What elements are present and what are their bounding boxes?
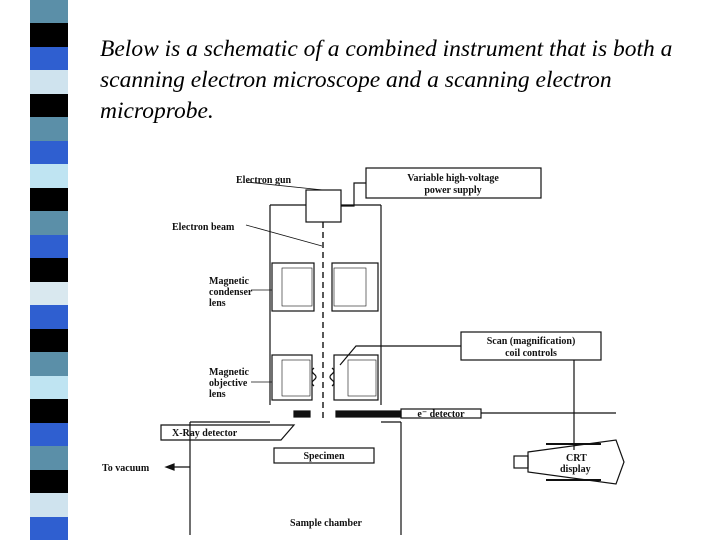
label-power-supply-line1: Variable high-voltage [407,173,499,184]
scan-coil-wire [339,345,461,366]
label-electron-gun: Electron gun [236,175,292,186]
label-xray-detector: X-Ray detector [172,428,238,439]
label-e-detector: e⁻ detector [417,409,465,420]
condenser-lens-left [271,262,315,312]
stripe-block [30,187,68,212]
stripe-block [30,375,68,400]
label-power-supply-line2: power supply [424,185,481,196]
stripe-block [30,140,68,165]
aperture-plate-right [335,410,402,418]
stripe-block [30,469,68,494]
label-condenser-line3: lens [209,298,226,309]
electron-beam-leader [245,224,323,247]
vacuum-arrow [164,463,175,471]
aperture-plate-left [293,410,311,418]
electron-gun [305,189,342,223]
slide-caption: Below is a schematic of a combined instr… [100,36,673,124]
stripe-block [30,23,68,48]
stripe-block [30,211,68,236]
xray-detector [160,424,296,441]
label-crt-line1: CRT [566,453,587,464]
stripe-block [30,0,68,24]
stripe-block [30,328,68,353]
objective-lens-right [333,354,379,401]
stripe-block [30,446,68,471]
stripe-block [30,258,68,283]
label-condenser-line1: Magnetic [209,276,250,287]
crt-gun [513,455,529,469]
power-supply-wire [341,182,366,207]
crt-display [527,439,625,485]
label-electron-beam: Electron beam [172,222,235,233]
objective-lens-left [271,354,313,401]
label-objective-line1: Magnetic [209,367,250,378]
stripe-block [30,493,68,517]
stripe-block [30,516,68,540]
label-to-vacuum: To vacuum [102,463,150,474]
stripe-block [30,422,68,447]
sem-schematic-diagram: Electron gun Variable high-voltage power… [102,167,625,535]
specimen-stage [273,447,375,464]
label-scan-line1: Scan (magnification) [487,336,576,347]
stripe-block [30,164,68,189]
label-crt-line2: display [560,464,591,475]
stripe-block [30,305,68,330]
label-scan-line2: coil controls [505,348,557,359]
stripe-block [30,399,68,424]
scan-coil-right [329,367,335,387]
condenser-lens-right [331,262,379,312]
label-sample-chamber: Sample chamber [290,518,363,529]
decorative-stripe-bar [30,0,68,540]
label-objective-line2: objective [209,378,248,389]
label-objective-line3: lens [209,389,226,400]
stripe-block [30,46,68,71]
stripe-block [30,117,68,142]
label-condenser-line2: condenser [209,287,253,298]
scan-coil-left [311,367,317,387]
stripe-block [30,93,68,118]
stripe-block [30,281,68,306]
stripe-block [30,234,68,259]
stripe-block [30,70,68,95]
stripe-block [30,352,68,377]
label-specimen: Specimen [303,451,345,462]
electron-gun-leader [245,181,324,191]
